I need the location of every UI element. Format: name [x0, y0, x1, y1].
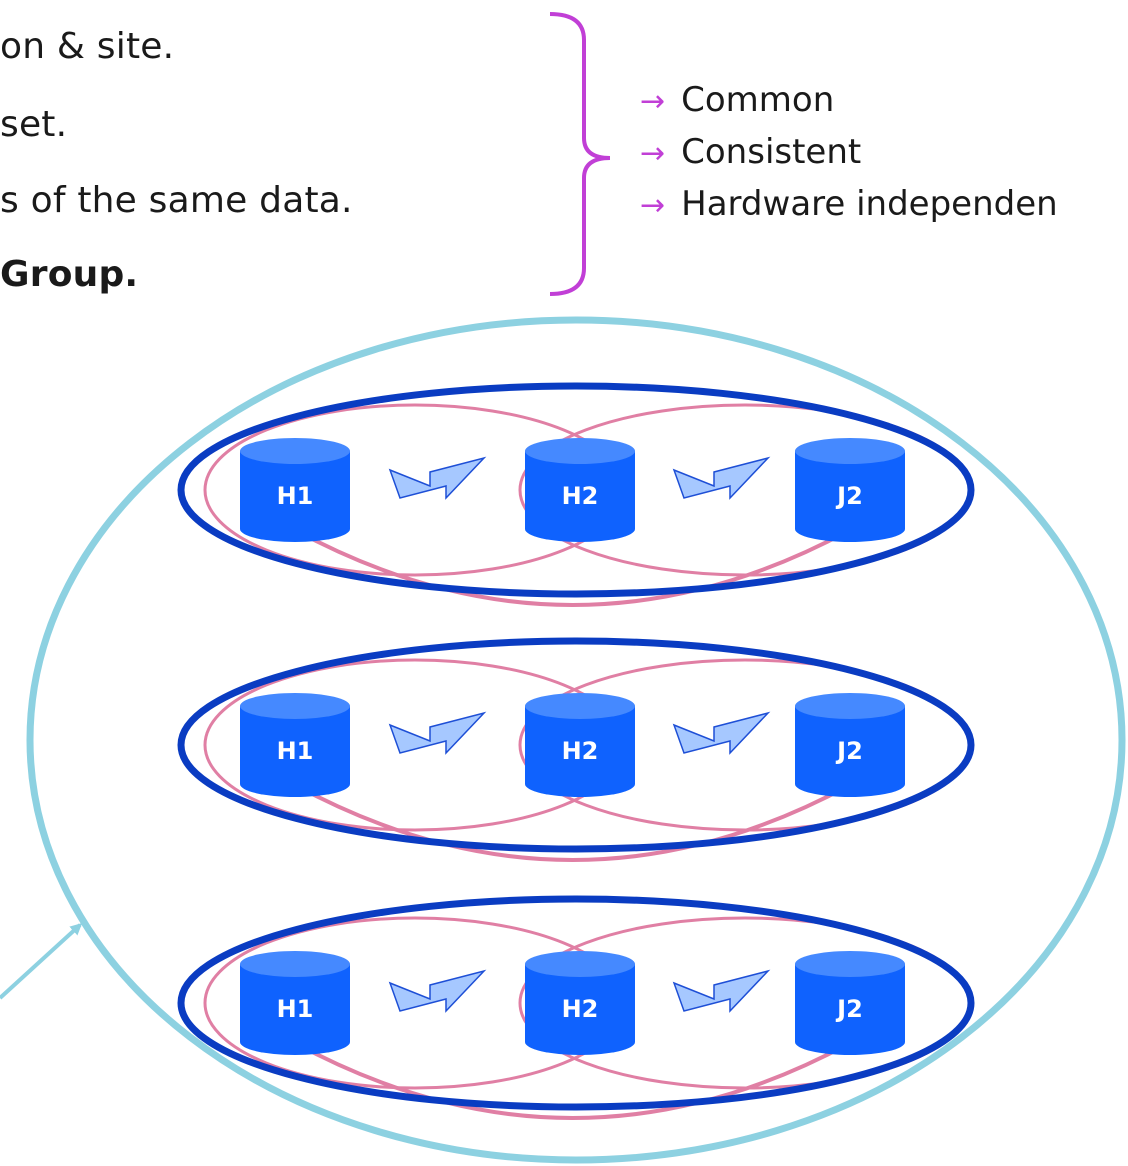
disk-top [795, 951, 905, 977]
disk-label: J2 [835, 995, 863, 1023]
disk-label: H1 [277, 995, 314, 1023]
bullet-label: Common [681, 80, 835, 120]
disk-cylinder-icon: J2 [795, 693, 905, 797]
disk-label: H1 [277, 482, 314, 510]
disk-body [795, 964, 905, 1055]
bullet-label: Hardware independen [681, 184, 1058, 224]
disk-body [795, 451, 905, 542]
disk-cylinder-icon: H2 [525, 438, 635, 542]
disk-top [240, 693, 350, 719]
disk-cylinder-icon: H2 [525, 951, 635, 1055]
right-arrow-icon: → [640, 136, 666, 171]
disk-top [240, 438, 350, 464]
right-arrow-icon: → [640, 188, 666, 223]
bullet-item: → Hardware independen [640, 184, 1058, 224]
text-line-2: set. [0, 104, 68, 145]
disk-top [795, 438, 905, 464]
disk-body [240, 964, 350, 1055]
disk-cylinder-icon: H1 [240, 951, 350, 1055]
disk-label: H2 [562, 482, 599, 510]
disk-cylinder-icon: J2 [795, 951, 905, 1055]
text-line-3: s of the same data. [0, 180, 353, 221]
disk-label: H2 [562, 737, 599, 765]
lightning-link-icon [388, 969, 487, 1013]
lightning-link-icon [672, 711, 771, 755]
disk-body [240, 451, 350, 542]
bullet-item: → Common [640, 80, 834, 120]
lightning-link-icon [388, 711, 487, 755]
disk-cylinder-icon: J2 [795, 438, 905, 542]
text-line-4: Group. [0, 254, 139, 295]
disk-label: J2 [835, 737, 863, 765]
h1-j2-link [294, 528, 851, 607]
disk-body [525, 451, 635, 542]
group-ellipse [177, 895, 975, 1111]
pointer-arrow [0, 922, 83, 1000]
bullet-label: Consistent [681, 132, 862, 172]
bullet-item: → Consistent [640, 132, 861, 172]
disk-body [525, 964, 635, 1055]
disk-top [525, 438, 635, 464]
replication-group: H1 H2 J2 [177, 895, 975, 1120]
disk-cylinder-icon: H1 [240, 438, 350, 542]
disk-body [795, 706, 905, 797]
disk-cylinder-icon: H1 [240, 693, 350, 797]
lightning-link-icon [672, 969, 771, 1013]
disk-body [525, 706, 635, 797]
group-ellipse [177, 637, 975, 853]
outer-ellipse [26, 316, 1126, 1164]
h1-j2-link [294, 1041, 851, 1120]
disk-label: H1 [277, 737, 314, 765]
disk-cylinder-icon: H2 [525, 693, 635, 797]
disk-top [795, 693, 905, 719]
text-line-1: on & site. [0, 26, 175, 67]
disk-body [240, 706, 350, 797]
h1-j2-link [294, 783, 851, 862]
lightning-link-icon [388, 456, 487, 500]
replication-group: H1 H2 J2 [177, 637, 975, 862]
curly-brace [549, 12, 611, 296]
group-ellipse [177, 382, 975, 598]
lightning-link-icon [672, 456, 771, 500]
disk-label: J2 [835, 482, 863, 510]
disk-top [525, 951, 635, 977]
disk-label: H2 [562, 995, 599, 1023]
right-arrow-icon: → [640, 84, 666, 119]
disk-top [525, 693, 635, 719]
replication-group: H1 H2 J2 [177, 382, 975, 607]
disk-top [240, 951, 350, 977]
